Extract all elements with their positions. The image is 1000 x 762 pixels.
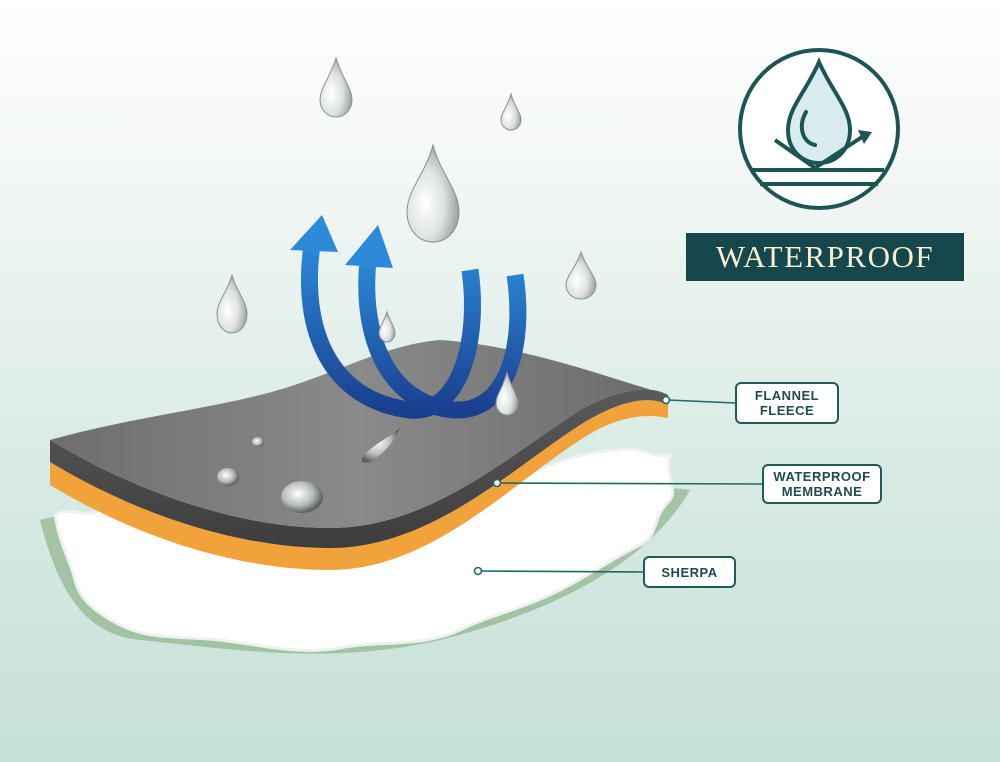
airflow-arrow-left [300, 243, 481, 419]
callout-sherpa: SHERPA [643, 556, 736, 588]
water-droplet-icon [216, 273, 248, 334]
breathable-arrows [290, 215, 527, 419]
water-drop-over-surface-icon [738, 48, 900, 210]
airflow-arrow-right [358, 259, 527, 419]
water-bead [281, 481, 323, 513]
callout-flannel-fleece: FLANNEL FLEECE [735, 382, 839, 424]
fleece-top-surface [50, 340, 668, 528]
airflow-arrowhead-left [290, 215, 338, 252]
water-droplet-icon [495, 371, 519, 416]
water-droplet-icon [500, 92, 522, 131]
water-droplet-icon [378, 310, 396, 343]
water-droplet-icon [319, 56, 353, 118]
water-bead [217, 468, 239, 486]
airflow-arrowhead-right [345, 225, 393, 268]
callout-leaders [473, 395, 763, 576]
water-beads [217, 428, 400, 513]
waterproof-badge: WATERPROOF [686, 233, 964, 281]
water-streak [361, 428, 400, 463]
water-droplets [216, 56, 597, 416]
callout-waterproof-membrane: WATERPROOF MEMBRANE [762, 464, 882, 504]
callout-membrane-line1: WATERPROOF [773, 469, 871, 484]
callout-sherpa-line1: SHERPA [661, 564, 718, 580]
callout-flannel-line2: FLEECE [759, 403, 815, 418]
water-bead [252, 437, 264, 447]
fleece-edge [50, 389, 668, 548]
water-droplet-icon [565, 250, 597, 300]
callout-membrane-line2: MEMBRANE [781, 484, 863, 499]
badge-title: WATERPROOF [715, 239, 935, 274]
callout-flannel-line1: FLANNEL [754, 388, 820, 403]
water-droplet-icon [406, 143, 460, 243]
